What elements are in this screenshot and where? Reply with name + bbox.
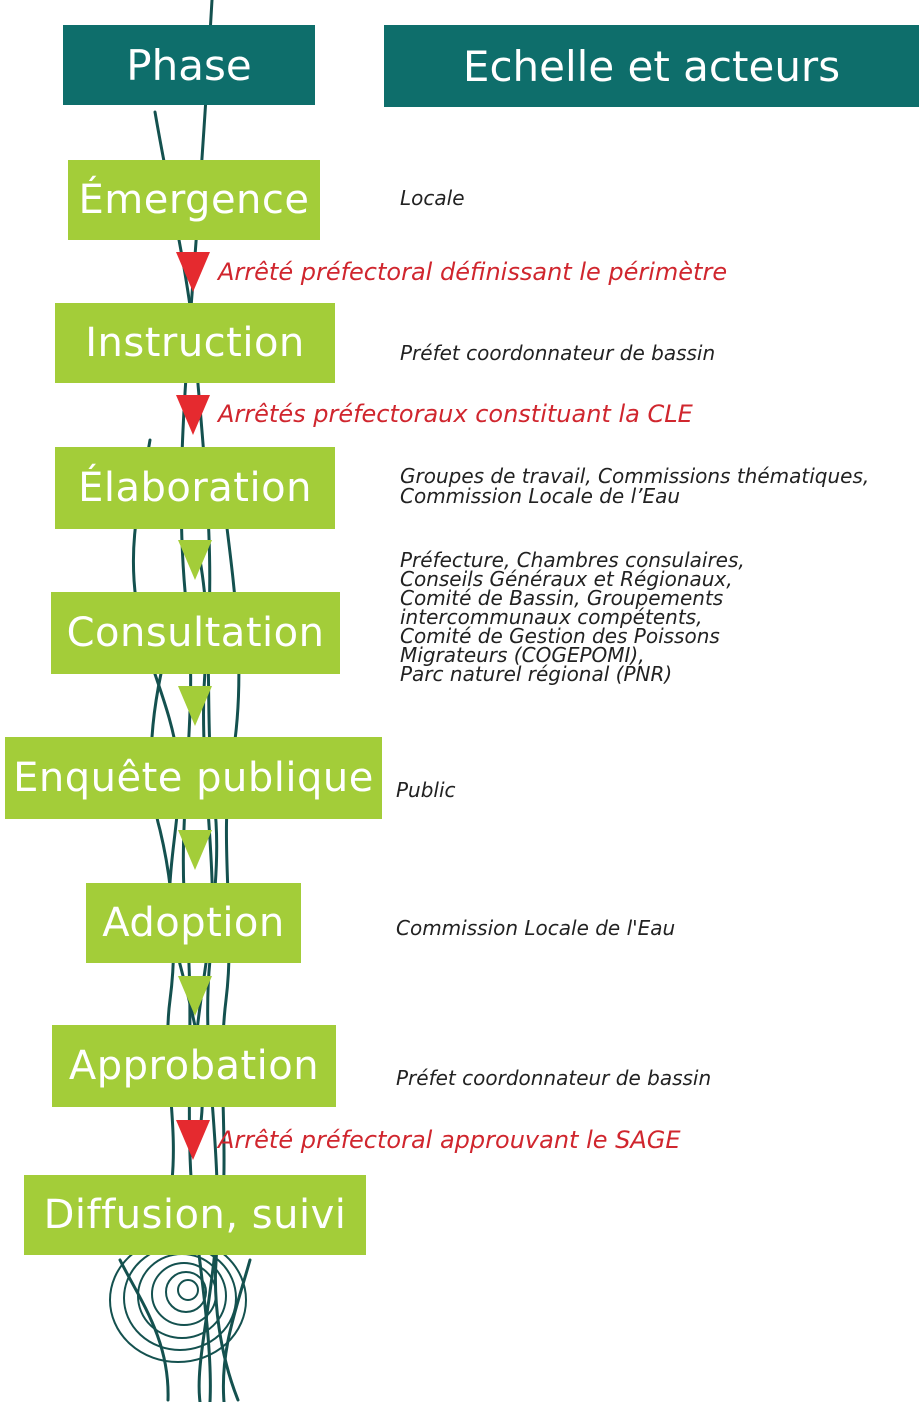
spiral-ring-5 — [165, 1271, 207, 1313]
phase-box-approbation: Approbation — [52, 1025, 336, 1107]
spiral-ring-6 — [177, 1279, 199, 1301]
phase-box-diffusion-suivi: Diffusion, suivi — [24, 1175, 366, 1255]
header-actors: Echelle et acteurs — [384, 25, 919, 107]
actors-enquete-publique: Public — [396, 778, 456, 802]
transition-label-cle: Arrêtés préfectoraux constituant la CLE — [218, 400, 693, 428]
strand-8 — [221, 1258, 252, 1402]
actors-elaboration: Groupes de travail, Commissions thématiq… — [400, 464, 870, 508]
arrow-instruction-to-elaboration — [176, 395, 210, 435]
transition-label-perimetre: Arrêté préfectoral définissant le périmè… — [218, 258, 728, 286]
arrow-emergence-to-instruction — [176, 252, 210, 292]
arrow-elaboration-to-consultation — [178, 540, 212, 580]
actors-consultation: Préfecture, Chambres consulaires, Consei… — [400, 548, 745, 686]
actors-instruction: Préfet coordonnateur de bassin — [400, 341, 716, 365]
header-phase: Phase — [63, 25, 315, 105]
phase-box-elaboration: Élaboration — [55, 447, 335, 529]
arrow-approbation-to-diffusion — [176, 1120, 210, 1160]
actors-approbation: Préfet coordonnateur de bassin — [396, 1066, 712, 1090]
phase-box-emergence: Émergence — [68, 160, 320, 240]
transition-label-sage: Arrêté préfectoral approuvant le SAGE — [218, 1126, 681, 1154]
actors-adoption: Commission Locale de l'Eau — [396, 916, 676, 940]
strand-4 — [213, 518, 241, 1402]
phase-box-adoption: Adoption — [86, 883, 301, 963]
actors-emergence: Locale — [400, 186, 465, 210]
arrow-enquete-to-adoption — [178, 830, 212, 870]
arrow-adoption-to-approbation — [178, 976, 212, 1016]
spiral-ring-4 — [151, 1262, 217, 1326]
phase-box-enquete-publique: Enquête publique — [5, 737, 382, 819]
strand-7 — [118, 1258, 170, 1402]
phase-box-instruction: Instruction — [55, 303, 335, 383]
arrow-consultation-to-enquete — [178, 686, 212, 726]
phase-box-consultation: Consultation — [51, 592, 340, 674]
